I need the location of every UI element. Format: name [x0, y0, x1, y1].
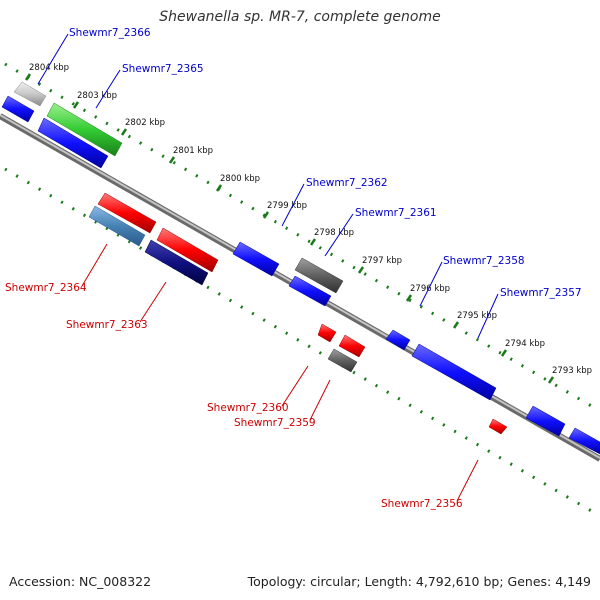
gene-label-2365: Shewmr7_2365: [122, 63, 204, 75]
gene-label-2362: Shewmr7_2362: [306, 177, 388, 189]
gene-feature-2358b: [411, 343, 497, 401]
scale-tick-label: 2800 kbp: [220, 174, 260, 184]
gene-feature-2363a: [156, 227, 219, 273]
scale-tick-label: 2796 kbp: [410, 284, 450, 294]
gene-label-2357: Shewmr7_2357: [500, 287, 582, 299]
gene-feature-left-edge: [1, 95, 35, 123]
scale-tick-label: 2804 kbp: [29, 63, 69, 73]
scale-tick-mark: [262, 211, 270, 219]
gene-feature-2365b: [37, 117, 109, 169]
scale-tick-mark: [215, 184, 223, 192]
gene-feature-2361b: [288, 275, 332, 307]
gene-label-2363: Shewmr7_2363: [66, 319, 148, 331]
gene-label-2356: Shewmr7_2356: [381, 498, 463, 510]
scale-tick-mark: [547, 376, 555, 384]
scale-tick-mark: [452, 321, 460, 329]
gene-feature-2360b: [338, 334, 366, 358]
scale-tick-label: 2799 kbp: [267, 201, 307, 211]
gene-feature-2357: [525, 405, 566, 437]
page-title: Shewanella sp. MR-7, complete genome: [159, 9, 441, 25]
scale-tick-mark: [357, 266, 365, 274]
scale-tick-mark: [24, 73, 32, 81]
gene-feature-2364b: [88, 205, 146, 247]
gene-feature-2362: [232, 241, 280, 277]
label-leaders: [37, 33, 499, 502]
scale-tick-label: 2794 kbp: [505, 339, 545, 349]
gene-label-2364: Shewmr7_2364: [5, 282, 87, 294]
gene-feature-edge: [568, 427, 600, 455]
gene-feature-2358: [385, 329, 411, 351]
scale-tick-label: 2801 kbp: [173, 146, 213, 156]
scale-track-bottom: [4, 167, 600, 518]
gene-label-2361: Shewmr7_2361: [355, 207, 437, 219]
scale-tick-label: 2802 kbp: [125, 118, 165, 128]
scale-tick-label: 2798 kbp: [314, 228, 354, 238]
gene-feature-2361: [294, 257, 344, 294]
gene-feature-2365: [46, 102, 123, 157]
gene-label-2358: Shewmr7_2358: [443, 255, 525, 267]
gene-feature-2363b: [144, 239, 209, 286]
gene-feature-2359: [327, 348, 358, 373]
scale-tick-label: 2795 kbp: [457, 311, 497, 321]
scale-track-top: [4, 62, 600, 413]
scale-tick-mark: [120, 128, 128, 136]
scale-tick-label: 2793 kbp: [552, 366, 592, 376]
gene-features: [1, 81, 600, 455]
gene-label-2359: Shewmr7_2359: [234, 417, 316, 429]
accession-text: Accession: NC_008322: [9, 574, 152, 589]
scale-tick-mark: [500, 349, 508, 357]
gene-feature-2356: [488, 418, 508, 435]
scale-tick-mark: [309, 238, 317, 246]
gene-feature-2364a: [97, 192, 157, 234]
scale-tick-mark: [405, 294, 413, 302]
gene-feature-2360: [317, 323, 337, 343]
scale-tick-mark: [72, 101, 80, 109]
gene-feature-2366: [13, 81, 47, 107]
gene-label-2360: Shewmr7_2360: [207, 402, 289, 414]
topology-text: Topology: circular; Length: 4,792,610 bp…: [247, 574, 591, 589]
scale-tick-label: 2803 kbp: [77, 91, 117, 101]
gene-label-2366: Shewmr7_2366: [69, 27, 151, 39]
scale-tick-mark: [168, 156, 176, 164]
scale-tick-label: 2797 kbp: [362, 256, 402, 266]
